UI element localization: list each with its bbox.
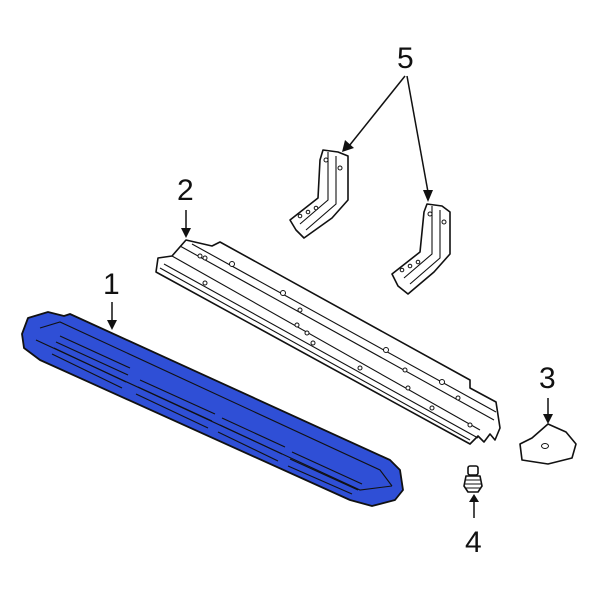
end-cap: [519, 423, 577, 465]
callout-5: 5: [397, 42, 414, 75]
fastener-bolt: [463, 465, 483, 493]
callout-2: 2: [177, 174, 194, 207]
callout-1: 1: [103, 268, 120, 301]
callout-arrows: [107, 75, 553, 518]
mounting-bracket-left: [289, 149, 349, 239]
callout-3: 3: [539, 362, 556, 395]
running-board: [21, 311, 404, 507]
mounting-bracket-right: [391, 203, 451, 295]
step-support-rail: [155, 239, 501, 445]
callout-4: 4: [465, 526, 482, 559]
